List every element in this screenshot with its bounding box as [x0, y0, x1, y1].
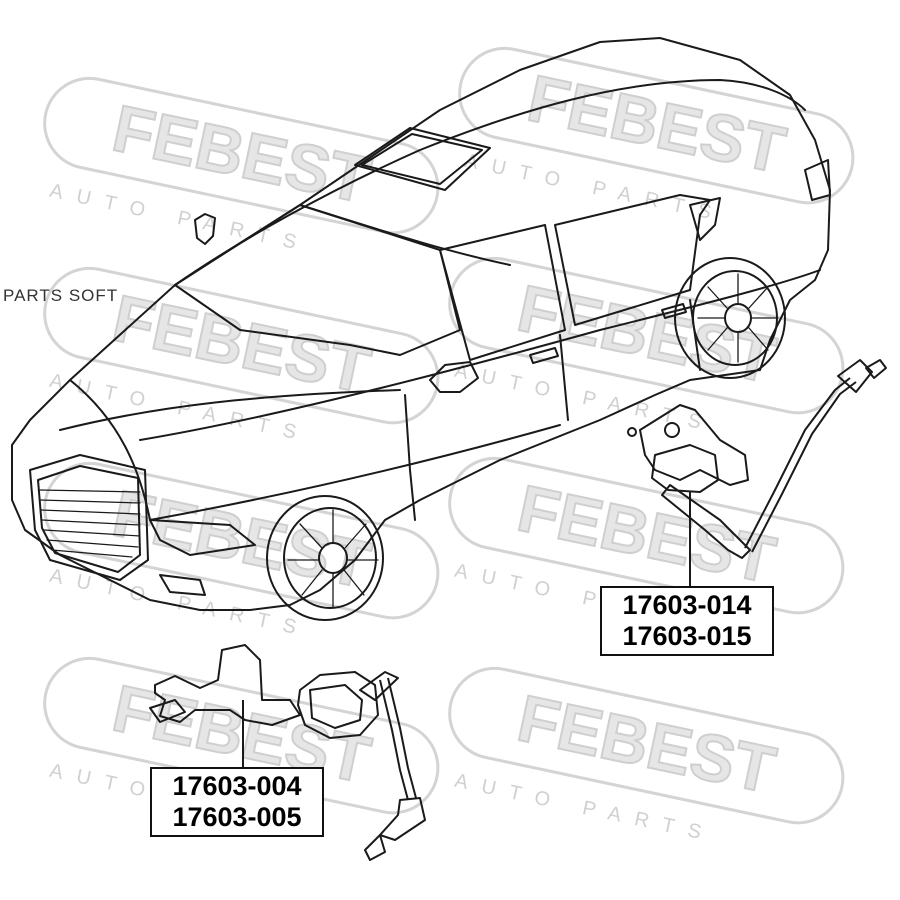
- door-handle: [529, 347, 559, 364]
- grille-slats: [39, 489, 141, 558]
- sensor-housing: [651, 444, 719, 493]
- linkage-end-connector: [379, 797, 426, 841]
- front-level-sensor: [149, 644, 426, 861]
- rear-level-sensor: [627, 359, 887, 590]
- part-number: 17603-005: [172, 802, 302, 832]
- door-seam: [404, 394, 416, 521]
- rear-wheel: [674, 257, 786, 379]
- bracket-hole: [627, 427, 637, 437]
- sunroof: [354, 127, 491, 191]
- car-body-outline: [11, 37, 831, 611]
- rear-side-window: [554, 194, 711, 326]
- front-grille: [37, 465, 141, 573]
- car-illustration: [11, 37, 831, 621]
- overlay-text: PARTS SOFT: [3, 286, 119, 305]
- body-crease: [149, 424, 561, 521]
- car-roof-line: [174, 79, 806, 286]
- front-grille: [29, 454, 149, 581]
- body-crease: [139, 269, 821, 441]
- sunroof: [361, 133, 483, 185]
- part-number: 17603-014: [622, 590, 752, 620]
- door-seam: [559, 334, 569, 421]
- bracket-bolt: [664, 422, 680, 438]
- linkage-stud: [865, 359, 887, 379]
- watermark-tile: FEBEST AUTO PARTS: [458, 46, 855, 227]
- rear-quarter-window: [689, 197, 721, 241]
- bracket-tab: [149, 699, 186, 723]
- sensor-arm: [359, 671, 399, 701]
- part-number: 17603-015: [622, 621, 752, 651]
- fog-light: [159, 574, 206, 596]
- watermark-tile: FEBEST AUTO PARTS: [448, 666, 845, 847]
- sensor-arm: [661, 484, 751, 559]
- watermark-tile: FEBEST AUTO PARTS: [43, 76, 440, 257]
- side-mirror: [429, 361, 479, 393]
- car-roof-line: [299, 204, 511, 266]
- sensor-housing-cover: [309, 684, 363, 729]
- linkage-end-connector: [837, 359, 873, 393]
- part-number-box-front-sensor: 17603-004 17603-005: [150, 767, 324, 837]
- sensor-linkage: [751, 381, 857, 553]
- part-number: 17603-004: [172, 771, 302, 801]
- sensor-housing: [297, 671, 379, 739]
- front-wheel: [266, 495, 384, 621]
- headlight: [149, 519, 256, 556]
- antenna-mirror: [194, 213, 216, 245]
- front-side-window: [439, 224, 566, 361]
- hood-line: [59, 389, 401, 431]
- part-number-box-rear-sensor: 17603-014 17603-015: [600, 586, 774, 656]
- linkage-stud: [364, 834, 386, 861]
- sensor-bracket: [154, 644, 301, 726]
- sensor-linkage: [387, 677, 417, 799]
- tail-light: [804, 159, 831, 201]
- sensor-linkage: [379, 679, 409, 801]
- windshield: [174, 204, 461, 356]
- sensor-linkage: [744, 377, 851, 549]
